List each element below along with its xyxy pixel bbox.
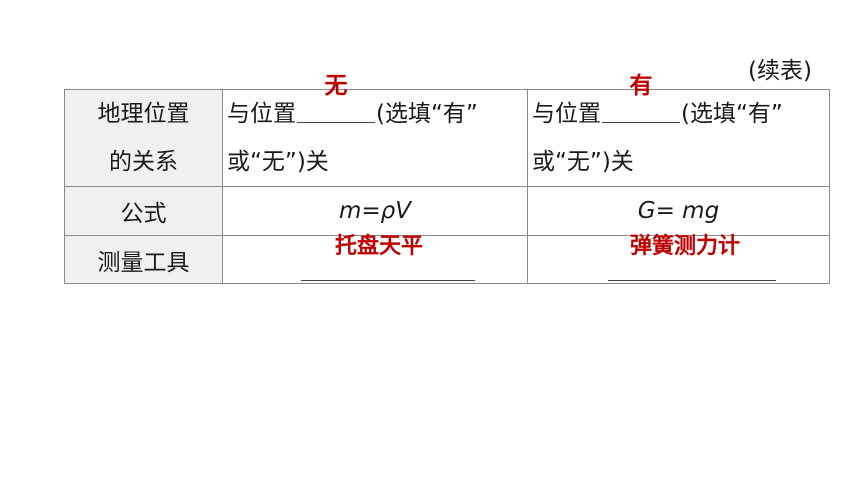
suffix-text: (选填“有”: [681, 101, 783, 127]
answer-text: 有: [629, 73, 653, 99]
table-row: 公式 m=ρV G= mg: [64, 186, 830, 236]
row-header-formula: 公式: [64, 186, 223, 236]
tool-wrap: 弹簧测力计: [528, 234, 829, 283]
fill-blank: [608, 280, 776, 281]
formula-cell-b: G= mg: [527, 186, 830, 236]
fill-blank: [301, 280, 475, 281]
continued-label: (续表): [748, 58, 812, 84]
prefix-text: 与位置: [532, 101, 601, 127]
answer-text: 托盘天平: [335, 234, 424, 259]
fill-blank: 无: [297, 73, 375, 123]
cell-line: 或“无”)关: [227, 149, 329, 175]
answer-text: 弹簧测力计: [630, 234, 741, 259]
answer-text: 无: [324, 73, 348, 99]
formula-text: G= mg: [637, 198, 720, 224]
formula-text: m=ρV: [338, 198, 411, 224]
tool-wrap: 托盘天平: [223, 234, 527, 283]
header-line: 地理位置: [97, 101, 190, 127]
prefix-text: 与位置: [227, 101, 296, 127]
header-line: 的关系: [109, 149, 178, 175]
row-header-location: 地理位置 的关系: [64, 89, 223, 187]
tool-cell-a: 托盘天平: [222, 234, 528, 284]
row-header-tool: 测量工具: [64, 235, 223, 284]
table-row: 测量工具 托盘天平 弹簧测力计: [64, 234, 830, 284]
suffix-text: (选填“有”: [376, 101, 478, 127]
cell-line: 与位置 无 (选填“有”: [223, 73, 527, 138]
comparison-table: 地理位置 的关系 与位置 无 (选填“有” 或“无”)关 与位置 有 (选填“有” 或“…: [64, 73, 830, 284]
cell-line: 或“无”)关: [532, 149, 634, 175]
fill-blank: 有: [602, 73, 680, 123]
table-row: 地理位置 的关系 与位置 无 (选填“有” 或“无”)关 与位置 有 (选填“有” 或“…: [64, 73, 830, 187]
location-cell-a: 与位置 无 (选填“有” 或“无”)关: [222, 73, 528, 187]
tool-cell-b: 弹簧测力计: [527, 234, 830, 284]
formula-cell-a: m=ρV: [222, 186, 528, 236]
location-cell-b: 与位置 有 (选填“有” 或“无”)关: [527, 73, 830, 187]
cell-line: 与位置 有 (选填“有”: [528, 73, 829, 138]
